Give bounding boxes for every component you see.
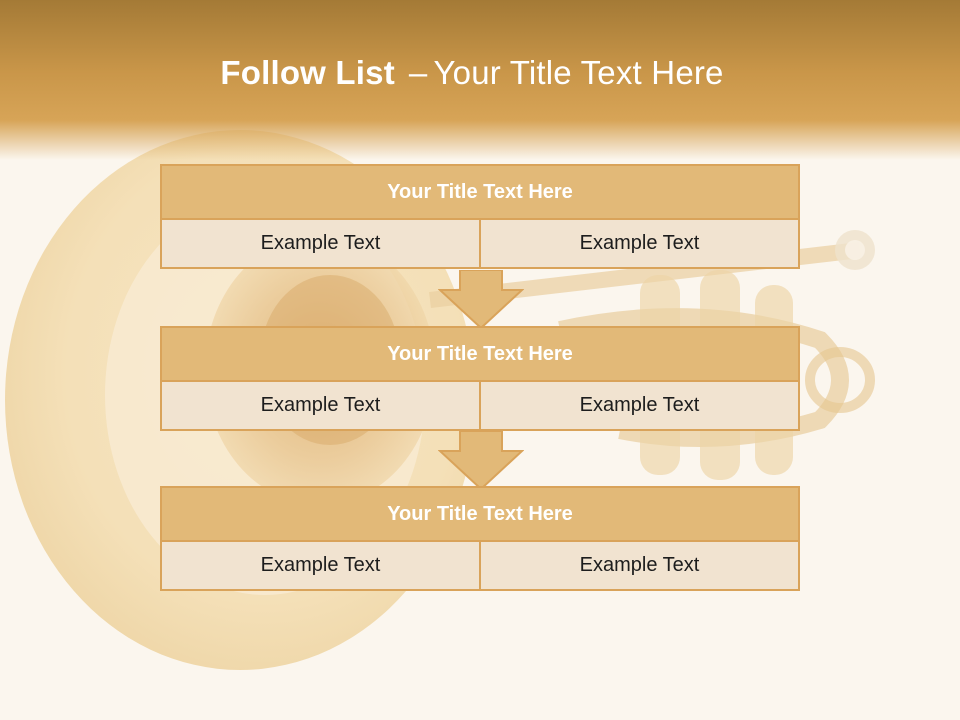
block-title: Your Title Text Here	[160, 486, 800, 542]
block-cell-right: Example Text	[481, 542, 800, 591]
block-title: Your Title Text Here	[160, 326, 800, 382]
block-title: Your Title Text Here	[160, 164, 800, 220]
block-cell-left: Example Text	[160, 382, 481, 431]
block-cell-left: Example Text	[160, 542, 481, 591]
block-row: Example Text Example Text	[160, 542, 800, 591]
list-block-2: Your Title Text Here Example Text Exampl…	[160, 326, 800, 431]
block-cell-right: Example Text	[481, 220, 800, 269]
block-row: Example Text Example Text	[160, 382, 800, 431]
slide-title: Follow List–Your Title Text Here	[0, 54, 944, 92]
title-rest-text: Your Title Text Here	[433, 54, 724, 91]
block-cell-right: Example Text	[481, 382, 800, 431]
down-arrow-1	[438, 270, 524, 330]
list-block-1: Your Title Text Here Example Text Exampl…	[160, 164, 800, 269]
down-arrow-2	[438, 431, 524, 491]
list-block-3: Your Title Text Here Example Text Exampl…	[160, 486, 800, 591]
header-band	[0, 0, 960, 160]
block-cell-left: Example Text	[160, 220, 481, 269]
title-separator: –	[408, 54, 428, 91]
title-bold-text: Follow List	[220, 54, 395, 91]
block-row: Example Text Example Text	[160, 220, 800, 269]
